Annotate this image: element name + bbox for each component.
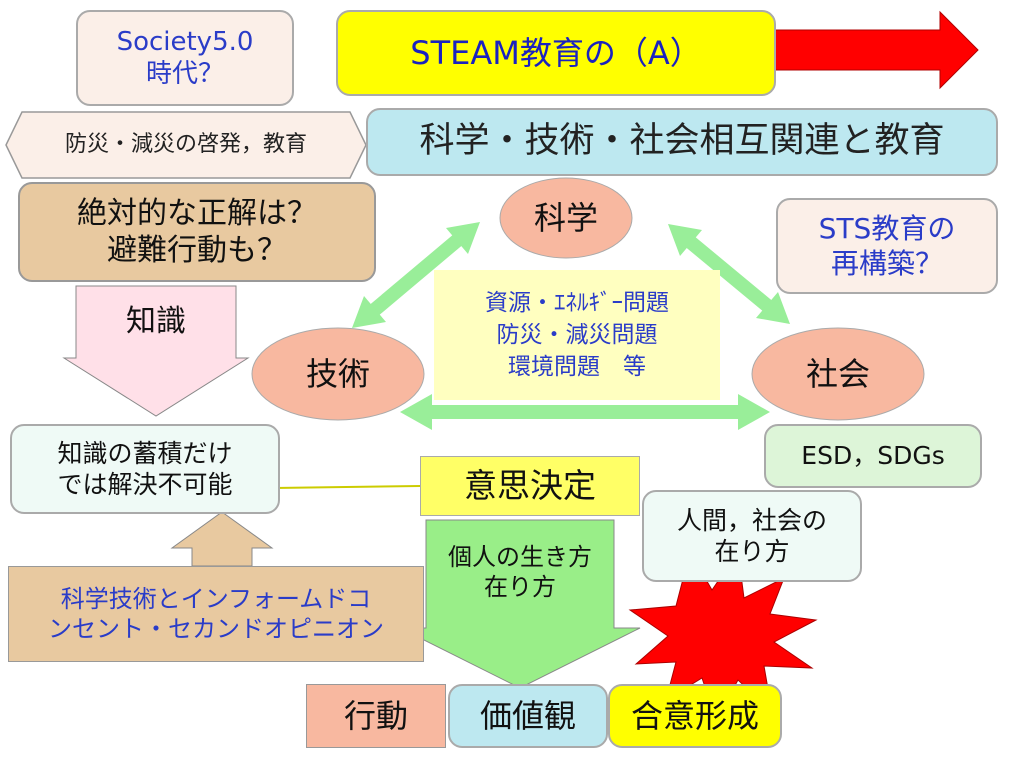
sts-title: 科学・技術・社会相互関連と教育 bbox=[366, 108, 998, 176]
technology-label: 技術 bbox=[305, 355, 370, 393]
knowledge-down-arrow bbox=[62, 285, 250, 417]
connector-line bbox=[273, 485, 421, 489]
society-label: 社会 bbox=[805, 355, 870, 393]
disaster-education-text: 防災・減災の啓発，教育 bbox=[64, 132, 307, 158]
sts-rebuild-box: STS教育の 再構築？ bbox=[776, 198, 998, 294]
personal-life-label: 個人の生き方 在り方 bbox=[448, 543, 592, 601]
arrow-technology-science bbox=[352, 222, 480, 328]
steam-title: STEAM教育の（A） bbox=[336, 10, 776, 96]
knowledge-arrow-label: 知識 bbox=[126, 304, 186, 340]
technology-ellipse bbox=[251, 327, 425, 421]
disaster-education-label: 防災・減災の啓発，教育 bbox=[5, 111, 367, 179]
absolute-answer-box: 絶対的な正解は？ 避難行動も？ bbox=[18, 182, 376, 282]
society-ellipse bbox=[751, 327, 925, 421]
knowledge-accumulation-box: 知識の蓄積だけ では解決不可能 bbox=[10, 424, 280, 514]
human-society-box: 人間，社会の 在り方 bbox=[642, 490, 862, 582]
progress-arrow bbox=[759, 10, 979, 90]
issues-box: 資源・ｴﾈﾙｷﾞｰ問題 防災・減災問題 環境問題 等 bbox=[434, 270, 720, 400]
science-ellipse bbox=[499, 177, 633, 259]
values-box: 価値観 bbox=[448, 684, 608, 748]
consensus-box: 合意形成 bbox=[608, 684, 782, 748]
action-box: 行動 bbox=[306, 684, 446, 748]
science-label: 科学 bbox=[533, 199, 598, 237]
esd-sdgs-box: ESD，SDGs bbox=[764, 424, 982, 488]
decision-making-box: 意思決定 bbox=[420, 456, 640, 516]
society50-box: Society5.0 時代？ bbox=[76, 10, 294, 106]
up-arrow bbox=[170, 511, 274, 567]
arrow-technology-society bbox=[400, 394, 770, 430]
arrow-science-society bbox=[668, 224, 790, 324]
informed-consent-box: 科学技術とインフォームドコ ンセント・セカンドオピニオン bbox=[8, 566, 424, 662]
